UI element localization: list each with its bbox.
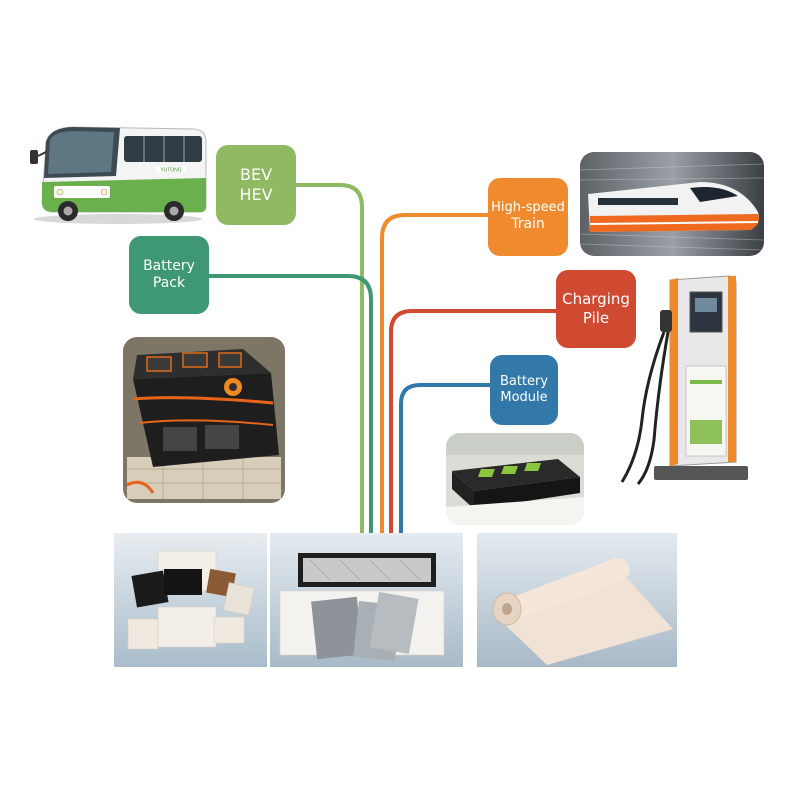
label-high-speed-train-line2: Train bbox=[511, 216, 545, 233]
product-panel-roll bbox=[477, 533, 677, 667]
label-battery-module-line2: Module bbox=[500, 390, 548, 405]
label-battery-pack-line2: Pack bbox=[152, 275, 186, 291]
product-panel-sheets bbox=[270, 533, 463, 667]
label-battery-module-line1: Battery bbox=[499, 373, 549, 389]
label-charging-pile-line2: Pile bbox=[582, 309, 610, 327]
label-high-speed-train-line1: High-speed bbox=[491, 200, 565, 216]
label-battery-pack: Battery Pack bbox=[129, 236, 209, 314]
label-battery-module: Battery Module bbox=[490, 355, 558, 425]
label-bev-hev-line2: HEV bbox=[239, 185, 273, 204]
battery-pack-image bbox=[123, 337, 285, 503]
wire-bev-hev bbox=[296, 183, 364, 535]
charging-pile-image bbox=[598, 270, 758, 510]
label-bev-hev: BEV HEV bbox=[216, 145, 296, 225]
label-bev-hev-line1: BEV bbox=[239, 165, 273, 184]
label-charging-pile-line1: Charging bbox=[562, 290, 630, 309]
product-panel-gaskets bbox=[114, 533, 267, 667]
label-charging-pile: Charging Pile bbox=[556, 270, 636, 348]
label-high-speed-train: High-speed Train bbox=[488, 178, 568, 256]
high-speed-train-image bbox=[580, 152, 764, 256]
label-battery-pack-line1: Battery bbox=[143, 257, 195, 274]
battery-module-image bbox=[446, 433, 584, 525]
bus-image: YUTONG bbox=[24, 120, 212, 225]
bus-plate-text: YUTONG bbox=[160, 168, 181, 174]
